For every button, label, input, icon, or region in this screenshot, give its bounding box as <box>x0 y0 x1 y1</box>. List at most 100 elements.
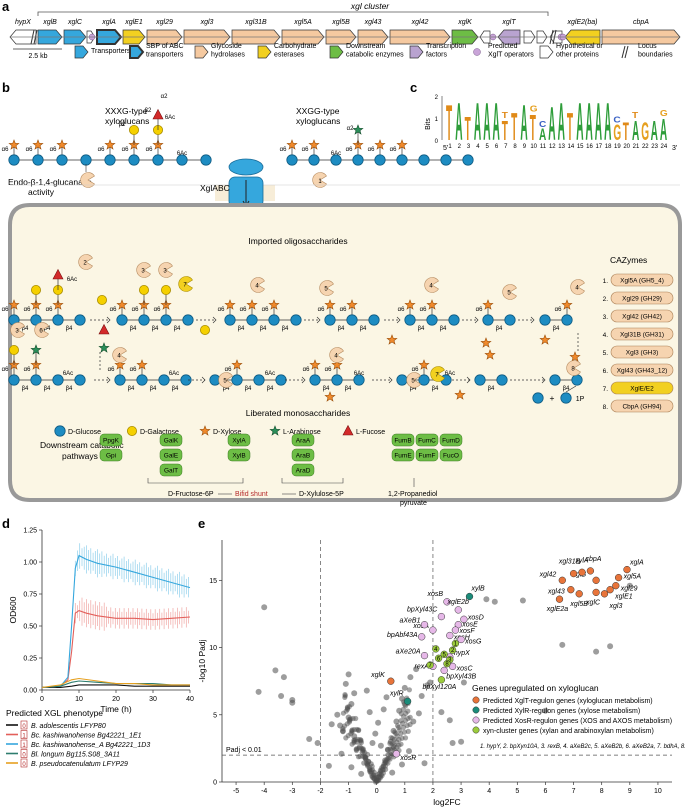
point-label: xgl5B <box>569 601 588 608</box>
gene-point-orange <box>606 586 614 594</box>
cazyme-name: CbpA (GH94) <box>622 404 661 411</box>
logo-position: 22 <box>642 144 649 150</box>
gene-point-gray <box>406 687 412 693</box>
panel-e-label: e <box>198 516 205 531</box>
point-label: xosF <box>458 628 475 635</box>
point-label: xgl42 <box>539 571 557 578</box>
galactose-unit <box>160 284 172 296</box>
alpha6-label: α6 <box>325 367 332 373</box>
glucose-unit <box>56 154 68 166</box>
gene-point-gray <box>325 762 332 769</box>
alpha6-label: α6 <box>302 147 309 153</box>
glucose-unit <box>114 374 126 386</box>
cazyme-pill <box>610 345 674 359</box>
enzyme-name: GalK <box>164 438 179 445</box>
alpha6-label: α6 <box>24 307 31 313</box>
cazyme-number: 5 <box>223 379 227 385</box>
gene-point-gray <box>363 687 370 694</box>
cazyme-index: 6. <box>603 368 609 375</box>
beta4-label: β4 <box>418 326 425 332</box>
gene-point-orange <box>623 565 631 574</box>
gene-point-gray <box>280 674 287 681</box>
beta4-label: β4 <box>22 326 29 332</box>
gene-point-green <box>434 654 443 662</box>
beta4-label: β4 <box>174 326 181 332</box>
enzyme-name: Gpi <box>106 453 116 460</box>
beta4-label: β4 <box>338 326 345 332</box>
legend-dot <box>472 716 480 724</box>
logo-letter: T <box>530 107 536 148</box>
logo-position: 5 <box>486 144 490 150</box>
glucose-unit <box>571 374 583 386</box>
logo-position: 1 <box>448 144 452 150</box>
cazyme-pill <box>610 327 674 341</box>
gene-point-gray <box>607 643 614 650</box>
cluster-title: xgl cluster <box>350 1 390 11</box>
alpha6-label: α6 <box>50 147 57 153</box>
fucose-unit <box>152 109 164 120</box>
series-line-4 <box>41 677 190 688</box>
cazyme-number: 3 <box>141 269 145 275</box>
gene-point-gray <box>418 693 425 699</box>
glucose-unit <box>418 154 430 166</box>
logo-letter: A <box>520 94 527 151</box>
gene-label: xglC <box>67 19 83 26</box>
logo-position: 13 <box>558 144 565 150</box>
legend-title: Genes upregulated on xyloglucan <box>472 683 599 693</box>
cazyme-index: 8. <box>603 404 609 411</box>
gene-point-pink <box>454 606 462 614</box>
panel-d-label: d <box>2 516 10 531</box>
glucose-unit <box>404 314 416 326</box>
legend-boundary-swatch <box>624 45 629 59</box>
gene-point-gray <box>383 694 390 701</box>
legend-series-name: B. pseudocatenulatum LFYP29 <box>31 761 128 768</box>
glucose-unit <box>275 374 287 386</box>
alpha6-label: α6 <box>110 307 117 313</box>
gene-point-gray <box>458 738 465 745</box>
galactose-unit <box>138 284 150 296</box>
gene-point-gray <box>483 596 490 603</box>
enzyme-name: AraB <box>296 453 310 460</box>
point-label: xgl43 <box>547 589 565 596</box>
beta4-label: β4 <box>152 326 159 332</box>
cluster-bracket <box>37 11 549 16</box>
logo-position: 9 <box>523 144 527 150</box>
logo-letter: A <box>483 93 490 153</box>
beta4-label: β4 <box>496 326 503 332</box>
enzyme-name: XylB <box>232 453 245 460</box>
logo-position: 2 <box>458 144 462 150</box>
panel-c-label: c <box>410 80 417 95</box>
enzyme-box <box>415 433 439 447</box>
legend-label: Predicted XglT-regulon genes (xyloglucan… <box>483 698 653 705</box>
pyruvate: pyruvate <box>400 500 427 507</box>
cazyme-number: 5 <box>411 379 415 385</box>
point-number: 7 <box>428 663 432 669</box>
alpha6-label: α6 <box>46 307 53 313</box>
legend-series-name: Bc. kashiwanohense Bg42221_1E1 <box>31 733 142 740</box>
beta4-label: β4 <box>223 386 230 392</box>
propanediol: 1,2-Propanediol <box>388 491 438 498</box>
legend-boundary-swatch <box>621 45 626 59</box>
legend-label: xyn-cluster genes (xylan and arabinoxyla… <box>483 728 654 735</box>
gene-point-teal <box>403 697 412 705</box>
logo-letter: G <box>641 119 649 147</box>
point-label: aXe20A <box>396 649 421 656</box>
gene-point-orange <box>586 567 595 575</box>
legend-dot <box>472 706 480 714</box>
liberated-label: Liberated monosaccharides <box>246 408 350 418</box>
point-label: cbpA <box>585 556 601 563</box>
gene-point-orange <box>567 586 575 594</box>
x-tick-label: 0 <box>375 788 379 795</box>
beta4-label: β4 <box>238 326 245 332</box>
reaction-arrowhead <box>530 316 535 324</box>
phenotype-value: 1 <box>22 743 26 749</box>
gene-point-gray <box>398 741 404 747</box>
cazyme-name: Xgl29 (GH29) <box>622 296 662 303</box>
point-label: xglE2a <box>546 606 569 613</box>
alpha6-label: α6 <box>2 367 9 373</box>
x-tick-label: 7 <box>572 788 576 795</box>
sbp-shape <box>228 158 264 176</box>
pathway-products: D-Fructose-6P Bifid shunt D-Xylulose-5P … <box>147 478 438 507</box>
